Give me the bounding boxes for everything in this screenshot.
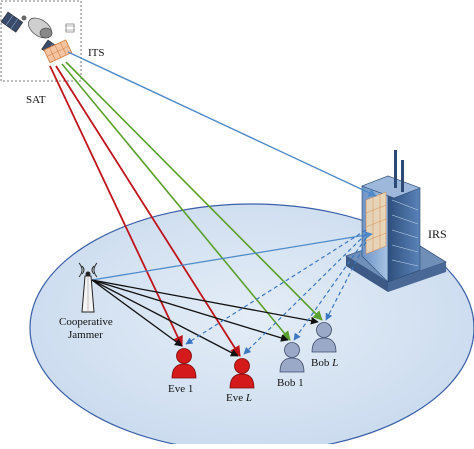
jammer-links <box>91 279 319 357</box>
its-panel <box>43 39 73 64</box>
its-label: ITS <box>88 47 105 59</box>
user-icon-bob1 <box>279 342 305 373</box>
eveL-label: Eve L <box>226 392 252 404</box>
user-icon-eve1 <box>171 348 197 379</box>
antenna-icon <box>78 262 98 313</box>
eveL-label-prefix: Eve <box>226 392 246 404</box>
jammer-irs-link <box>91 231 373 281</box>
jammer-label-line1: Cooperative <box>59 316 113 328</box>
irs-label: IRS <box>428 227 447 241</box>
sat-irs-link <box>67 51 377 197</box>
bobL-label-index: L <box>331 357 338 369</box>
user-icon-bobL <box>311 322 337 353</box>
jammer-label-line2: Jammer <box>68 329 103 341</box>
bobL-label-prefix: Bob <box>311 357 332 369</box>
sat-bobL-link <box>65 61 323 321</box>
sat-eve1-link <box>49 65 183 347</box>
bob1-label: Bob 1 <box>277 377 304 389</box>
bobL-label: Bob L <box>311 357 338 369</box>
chip-icon <box>65 23 75 33</box>
satellite-frame <box>0 0 82 82</box>
user-icon-eveL <box>229 358 255 389</box>
eve1-label: Eve 1 <box>168 383 193 395</box>
irs-reflected-links <box>185 229 367 355</box>
satellite-label: SAT <box>26 94 46 106</box>
sat-eveL-link <box>55 65 241 357</box>
eveL-label-index: L <box>245 392 252 404</box>
sat-bob1-link <box>61 63 291 341</box>
